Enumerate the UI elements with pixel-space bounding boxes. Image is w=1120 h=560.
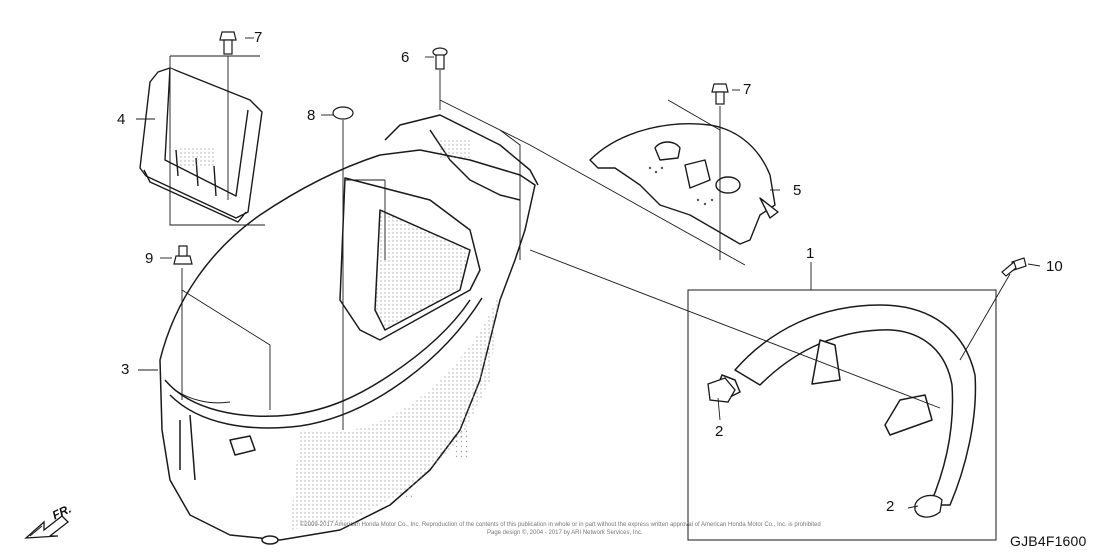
clip-2-bottom <box>914 494 943 518</box>
plug-8 <box>332 106 354 120</box>
part-1-group-box <box>687 289 997 541</box>
part-5-cover <box>589 123 779 245</box>
copyright-line-2: Page design ©, 2004 - 2017 by ARI Networ… <box>487 530 643 536</box>
copyright-line-1: ©2009-2017 American Honda Motor Co., Inc… <box>300 522 821 528</box>
callout-6: 6 <box>401 49 410 66</box>
callout-8: 8 <box>307 107 316 124</box>
callout-3: 3 <box>121 361 130 378</box>
bolt-6 <box>432 47 448 70</box>
callout-10: 10 <box>1046 258 1063 275</box>
callout-4: 4 <box>117 111 126 128</box>
part-4-pocket <box>139 67 263 223</box>
bolt-9 <box>173 245 193 265</box>
part-1-hose <box>715 304 977 506</box>
callout-2-bottom: 2 <box>886 498 895 515</box>
callout-5: 5 <box>793 182 802 199</box>
callout-7-top: 7 <box>254 29 263 46</box>
diagram-code: GJB4F1600 <box>1010 533 1087 549</box>
clip-2-left <box>707 377 736 403</box>
leader-lines <box>136 37 1041 509</box>
callout-9: 9 <box>145 250 154 267</box>
callout-1: 1 <box>806 245 815 262</box>
callout-7-right: 7 <box>743 81 752 98</box>
callout-2-left: 2 <box>715 423 724 440</box>
bolt-10 <box>1001 257 1027 277</box>
bolt-7-top-left <box>219 31 237 55</box>
bolt-7-right <box>711 83 729 105</box>
front-direction-arrow-icon <box>24 515 69 539</box>
part-3-luggage-box <box>159 114 539 545</box>
